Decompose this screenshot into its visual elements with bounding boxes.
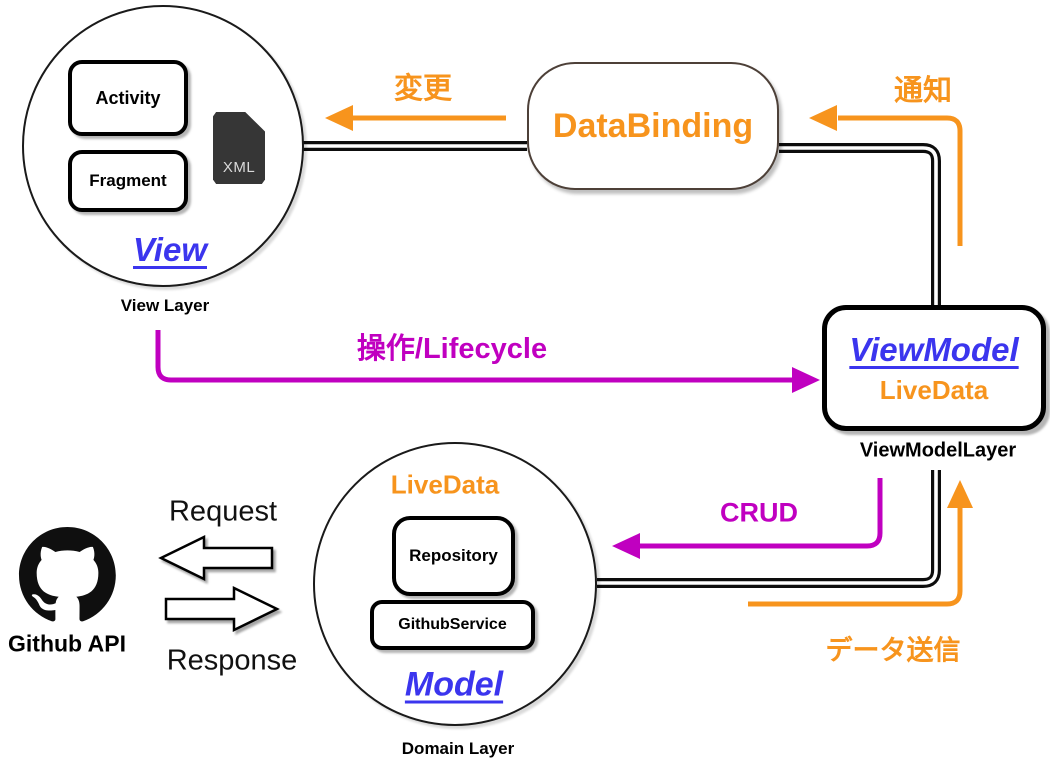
operate-lifecycle-arrow bbox=[155, 330, 820, 393]
repository-box: Repository bbox=[392, 516, 515, 596]
notify-arrow-label: 通知 bbox=[893, 75, 953, 107]
notify-arrow bbox=[809, 105, 963, 246]
viewmodel-livedata-label: LiveData bbox=[879, 374, 989, 405]
request-label: Request bbox=[168, 495, 278, 528]
fragment-label: Fragment bbox=[89, 171, 167, 190]
github-service-label: GithubService bbox=[398, 616, 507, 633]
response-arrow bbox=[164, 585, 280, 633]
change-arrow bbox=[325, 105, 506, 131]
github-logo-icon bbox=[19, 527, 116, 622]
crud-arrow-label: CRUD bbox=[720, 497, 798, 528]
crud-arrow bbox=[612, 478, 883, 559]
request-arrow bbox=[158, 534, 274, 582]
domain-layer-caption: Domain Layer bbox=[401, 739, 515, 758]
xml-file-icon: XML bbox=[213, 112, 265, 184]
activity-box: Activity bbox=[68, 60, 188, 136]
operate-arrow-label: 操作/Lifecycle bbox=[356, 333, 548, 365]
viewmodel-box: ViewModel LiveData bbox=[822, 305, 1046, 431]
model-title: Model bbox=[404, 665, 504, 704]
databinding-node: DataBinding bbox=[527, 62, 779, 190]
send-data-arrow-label: データ送信 bbox=[825, 635, 961, 666]
activity-label: Activity bbox=[95, 87, 161, 108]
view-layer-caption: View Layer bbox=[120, 296, 210, 315]
databinding-label: DataBinding bbox=[552, 106, 754, 145]
databinding-viewmodel-connector bbox=[779, 143, 941, 306]
viewmodel-model-connector bbox=[597, 470, 941, 588]
view-title: View bbox=[133, 231, 207, 268]
github-api-label: Github API bbox=[8, 630, 126, 657]
model-livedata-label: LiveData bbox=[390, 469, 500, 500]
repository-label: Repository bbox=[409, 546, 498, 565]
change-arrow-label: 変更 bbox=[393, 73, 453, 105]
xml-file-label: XML bbox=[222, 159, 256, 176]
send-data-arrow bbox=[748, 480, 973, 607]
github-service-box: GithubService bbox=[370, 600, 535, 650]
viewmodel-title: ViewModel bbox=[849, 330, 1019, 368]
viewmodel-layer-caption: ViewModelLayer bbox=[859, 439, 1017, 462]
response-label: Response bbox=[166, 644, 298, 677]
fragment-box: Fragment bbox=[68, 150, 188, 212]
